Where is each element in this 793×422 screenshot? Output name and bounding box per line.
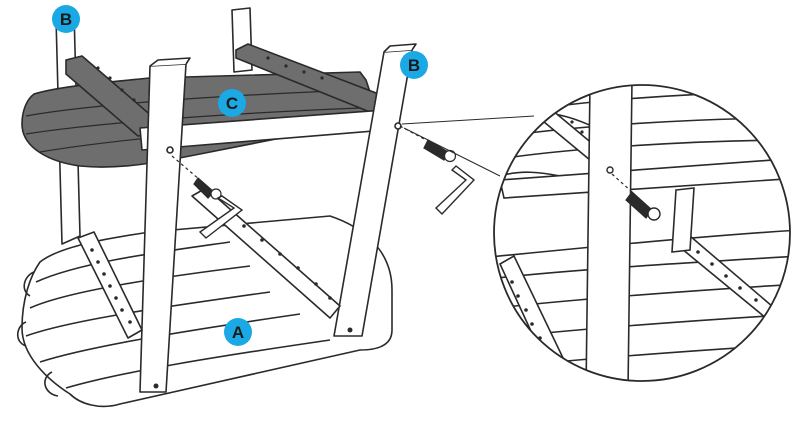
zoom-leader (401, 115, 535, 177)
front-right-leg (333, 49, 413, 337)
svg-text:B: B (408, 56, 420, 75)
callout-b-left: B (52, 5, 80, 33)
tabletop-a (16, 215, 393, 408)
svg-text:B: B (60, 10, 72, 29)
magnifier-circle (493, 84, 791, 382)
callout-b-right: B (400, 51, 428, 79)
callout-c: C (218, 89, 246, 117)
table-main (16, 7, 417, 408)
svg-text:A: A (232, 323, 244, 342)
allen-key-icon (198, 165, 476, 239)
zoom-screw-icon (625, 191, 653, 219)
callout-a: A (224, 318, 252, 346)
svg-text:C: C (226, 94, 238, 113)
